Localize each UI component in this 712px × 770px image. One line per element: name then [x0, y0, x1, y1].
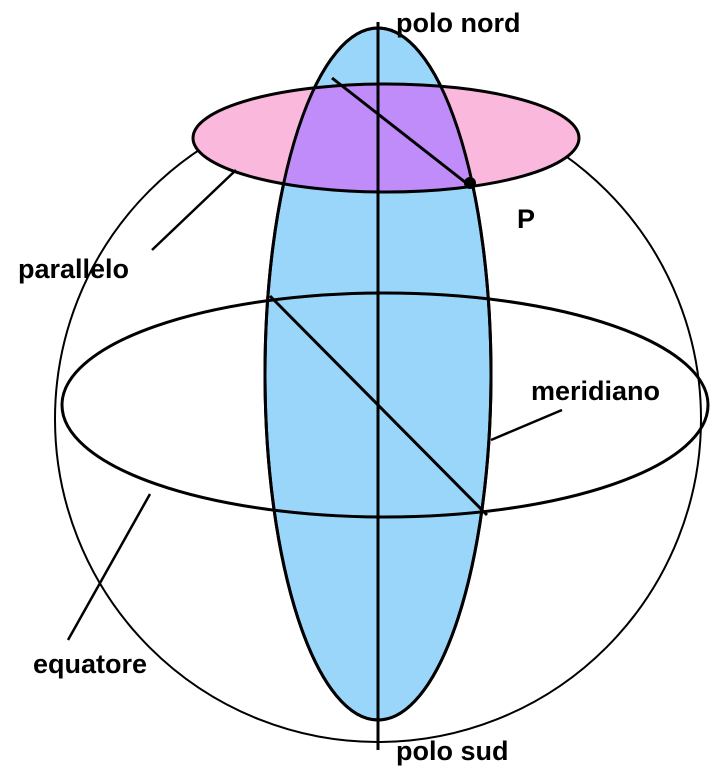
meridian-label: meridiano: [531, 376, 660, 406]
parallel-leader-line: [151, 169, 237, 251]
meridian-leader-line: [490, 408, 563, 442]
equator-label: equatore: [33, 649, 147, 679]
north-pole-label: polo nord: [396, 8, 520, 38]
equatorial-diameter-line: [268, 294, 489, 517]
parallel-outline: [191, 82, 581, 194]
parallel-label: parallelo: [18, 254, 129, 284]
latitude-radius-line: [331, 76, 471, 188]
equator-ellipse: [60, 291, 710, 519]
point-p-label: P: [517, 204, 535, 234]
south-pole-label: polo sud: [396, 736, 508, 766]
point-p-dot: [464, 177, 476, 189]
equator-leader-line: [66, 493, 152, 641]
